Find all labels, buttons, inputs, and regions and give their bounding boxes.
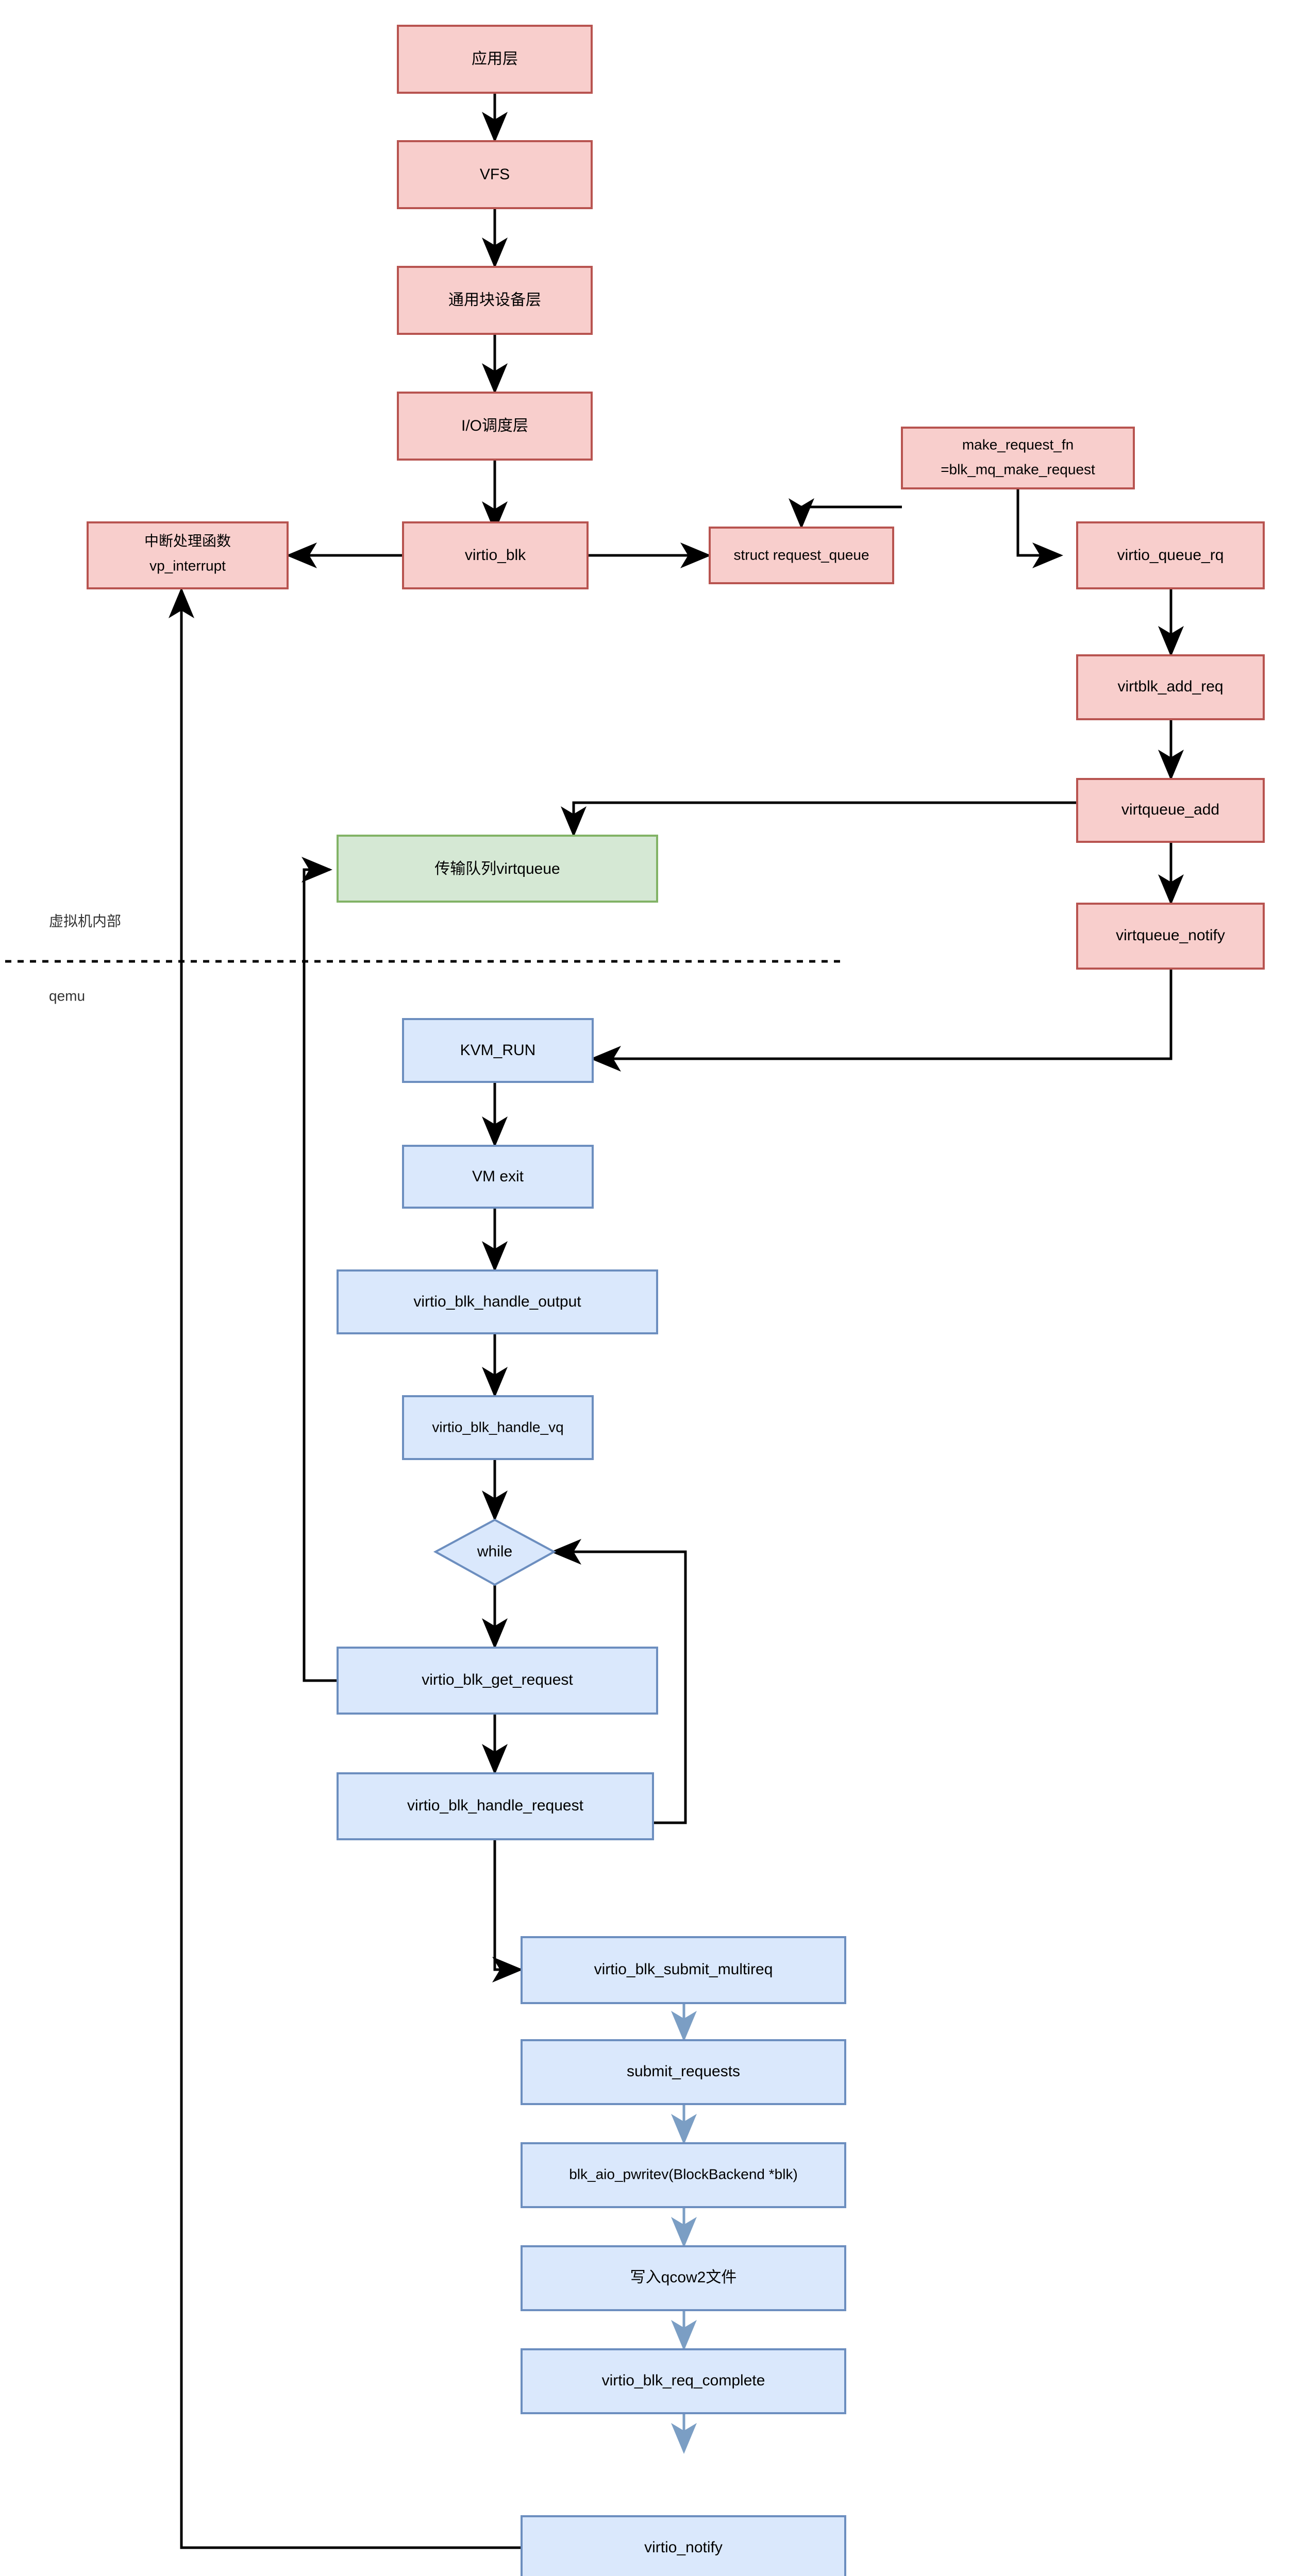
node-vp-interrupt[interactable]: 中断处理函数 vp_interrupt [87, 521, 289, 589]
node-virtio-queue-rq[interactable]: virtio_queue_rq [1076, 521, 1265, 589]
node-virtio-blk-handle-output[interactable]: virtio_blk_handle_output [337, 1269, 658, 1334]
zone-label-host: qemu [49, 988, 85, 1004]
node-vm-exit[interactable]: VM exit [402, 1145, 594, 1209]
edge-make-request-fn-to-request-queue [789, 498, 902, 529]
zone-label-guest: 虚拟机内部 [49, 913, 121, 929]
node-virtblk-add-req[interactable]: virtblk_add_req [1076, 654, 1265, 720]
node-io-scheduler-layer[interactable]: I/O调度层 [397, 392, 593, 461]
node-app[interactable]: 应用层 [397, 25, 593, 94]
node-blk-aio-pwritev[interactable]: blk_aio_pwritev(BlockBackend *blk) [521, 2142, 846, 2208]
node-virtio-blk-submit-multireq[interactable]: virtio_blk_submit_multireq [521, 1936, 846, 2004]
node-vfs[interactable]: VFS [397, 140, 593, 209]
node-while-decision[interactable]: while [433, 1518, 557, 1586]
node-virtqueue-notify[interactable]: virtqueue_notify [1076, 903, 1265, 970]
edge-handle-request-to-submit-multireq [492, 1839, 523, 1982]
edge-virtqueue-notify-to-kvm-run [590, 969, 1172, 1072]
node-virtio-blk-req-complete[interactable]: virtio_blk_req_complete [521, 2348, 846, 2414]
node-virtqueue[interactable]: 传输队列virtqueue [337, 835, 658, 903]
edge-make-request-fn-to-virtio-queue-rq [1016, 488, 1063, 568]
edge-layer [5, 59, 1184, 2549]
edge-virtio-notify-to-vp-interrupt [169, 587, 524, 2549]
node-virtio-blk-handle-vq[interactable]: virtio_blk_handle_vq [402, 1395, 594, 1460]
node-submit-requests[interactable]: submit_requests [521, 2039, 846, 2105]
node-virtio-notify[interactable]: virtio_notify [521, 2515, 846, 2576]
node-virtio-blk-get-request[interactable]: virtio_blk_get_request [337, 1647, 658, 1715]
node-virtqueue-add[interactable]: virtqueue_add [1076, 778, 1265, 843]
node-write-qcow2-file[interactable]: 写入qcow2文件 [521, 2245, 846, 2311]
node-generic-block-layer[interactable]: 通用块设备层 [397, 266, 593, 335]
node-make-request-fn[interactable]: make_request_fn =blk_mq_make_request [901, 427, 1135, 489]
node-struct-request-queue[interactable]: struct request_queue [709, 527, 894, 584]
node-kvm-run[interactable]: KVM_RUN [402, 1018, 594, 1083]
edge-get-request-to-virtqueue [301, 857, 339, 1682]
edge-virtqueue-add-to-virtqueue [561, 801, 1088, 837]
node-virtio-blk-handle-request[interactable]: virtio_blk_handle_request [337, 1772, 654, 1840]
edge-handle-request-to-while [550, 1539, 687, 1824]
node-virtio-blk[interactable]: virtio_blk [402, 521, 589, 589]
